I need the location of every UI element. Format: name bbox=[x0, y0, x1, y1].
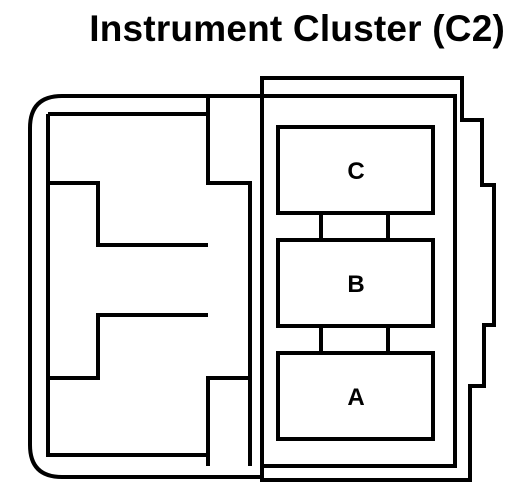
pin-cavity-c bbox=[276, 125, 435, 215]
left-cavity-outline bbox=[46, 112, 250, 247]
cavity-link-b-a bbox=[319, 326, 390, 353]
cavity-link-c-b bbox=[319, 213, 390, 240]
pin-cavity-a bbox=[276, 351, 435, 441]
center-divider bbox=[206, 96, 264, 466]
pin-label-c: C bbox=[347, 158, 364, 185]
pin-cavity-b bbox=[276, 238, 435, 328]
pin-label-b: B bbox=[347, 271, 364, 298]
connector-housing-outline bbox=[28, 94, 262, 479]
left-cavity-upper bbox=[46, 114, 208, 247]
left-cavity-lower bbox=[46, 313, 208, 457]
connector-shell-outline bbox=[260, 76, 496, 482]
diagram-title: Instrument Cluster (C2) bbox=[89, 8, 505, 49]
pin-label-a: A bbox=[347, 384, 364, 411]
connector-shell-inner bbox=[262, 94, 457, 468]
